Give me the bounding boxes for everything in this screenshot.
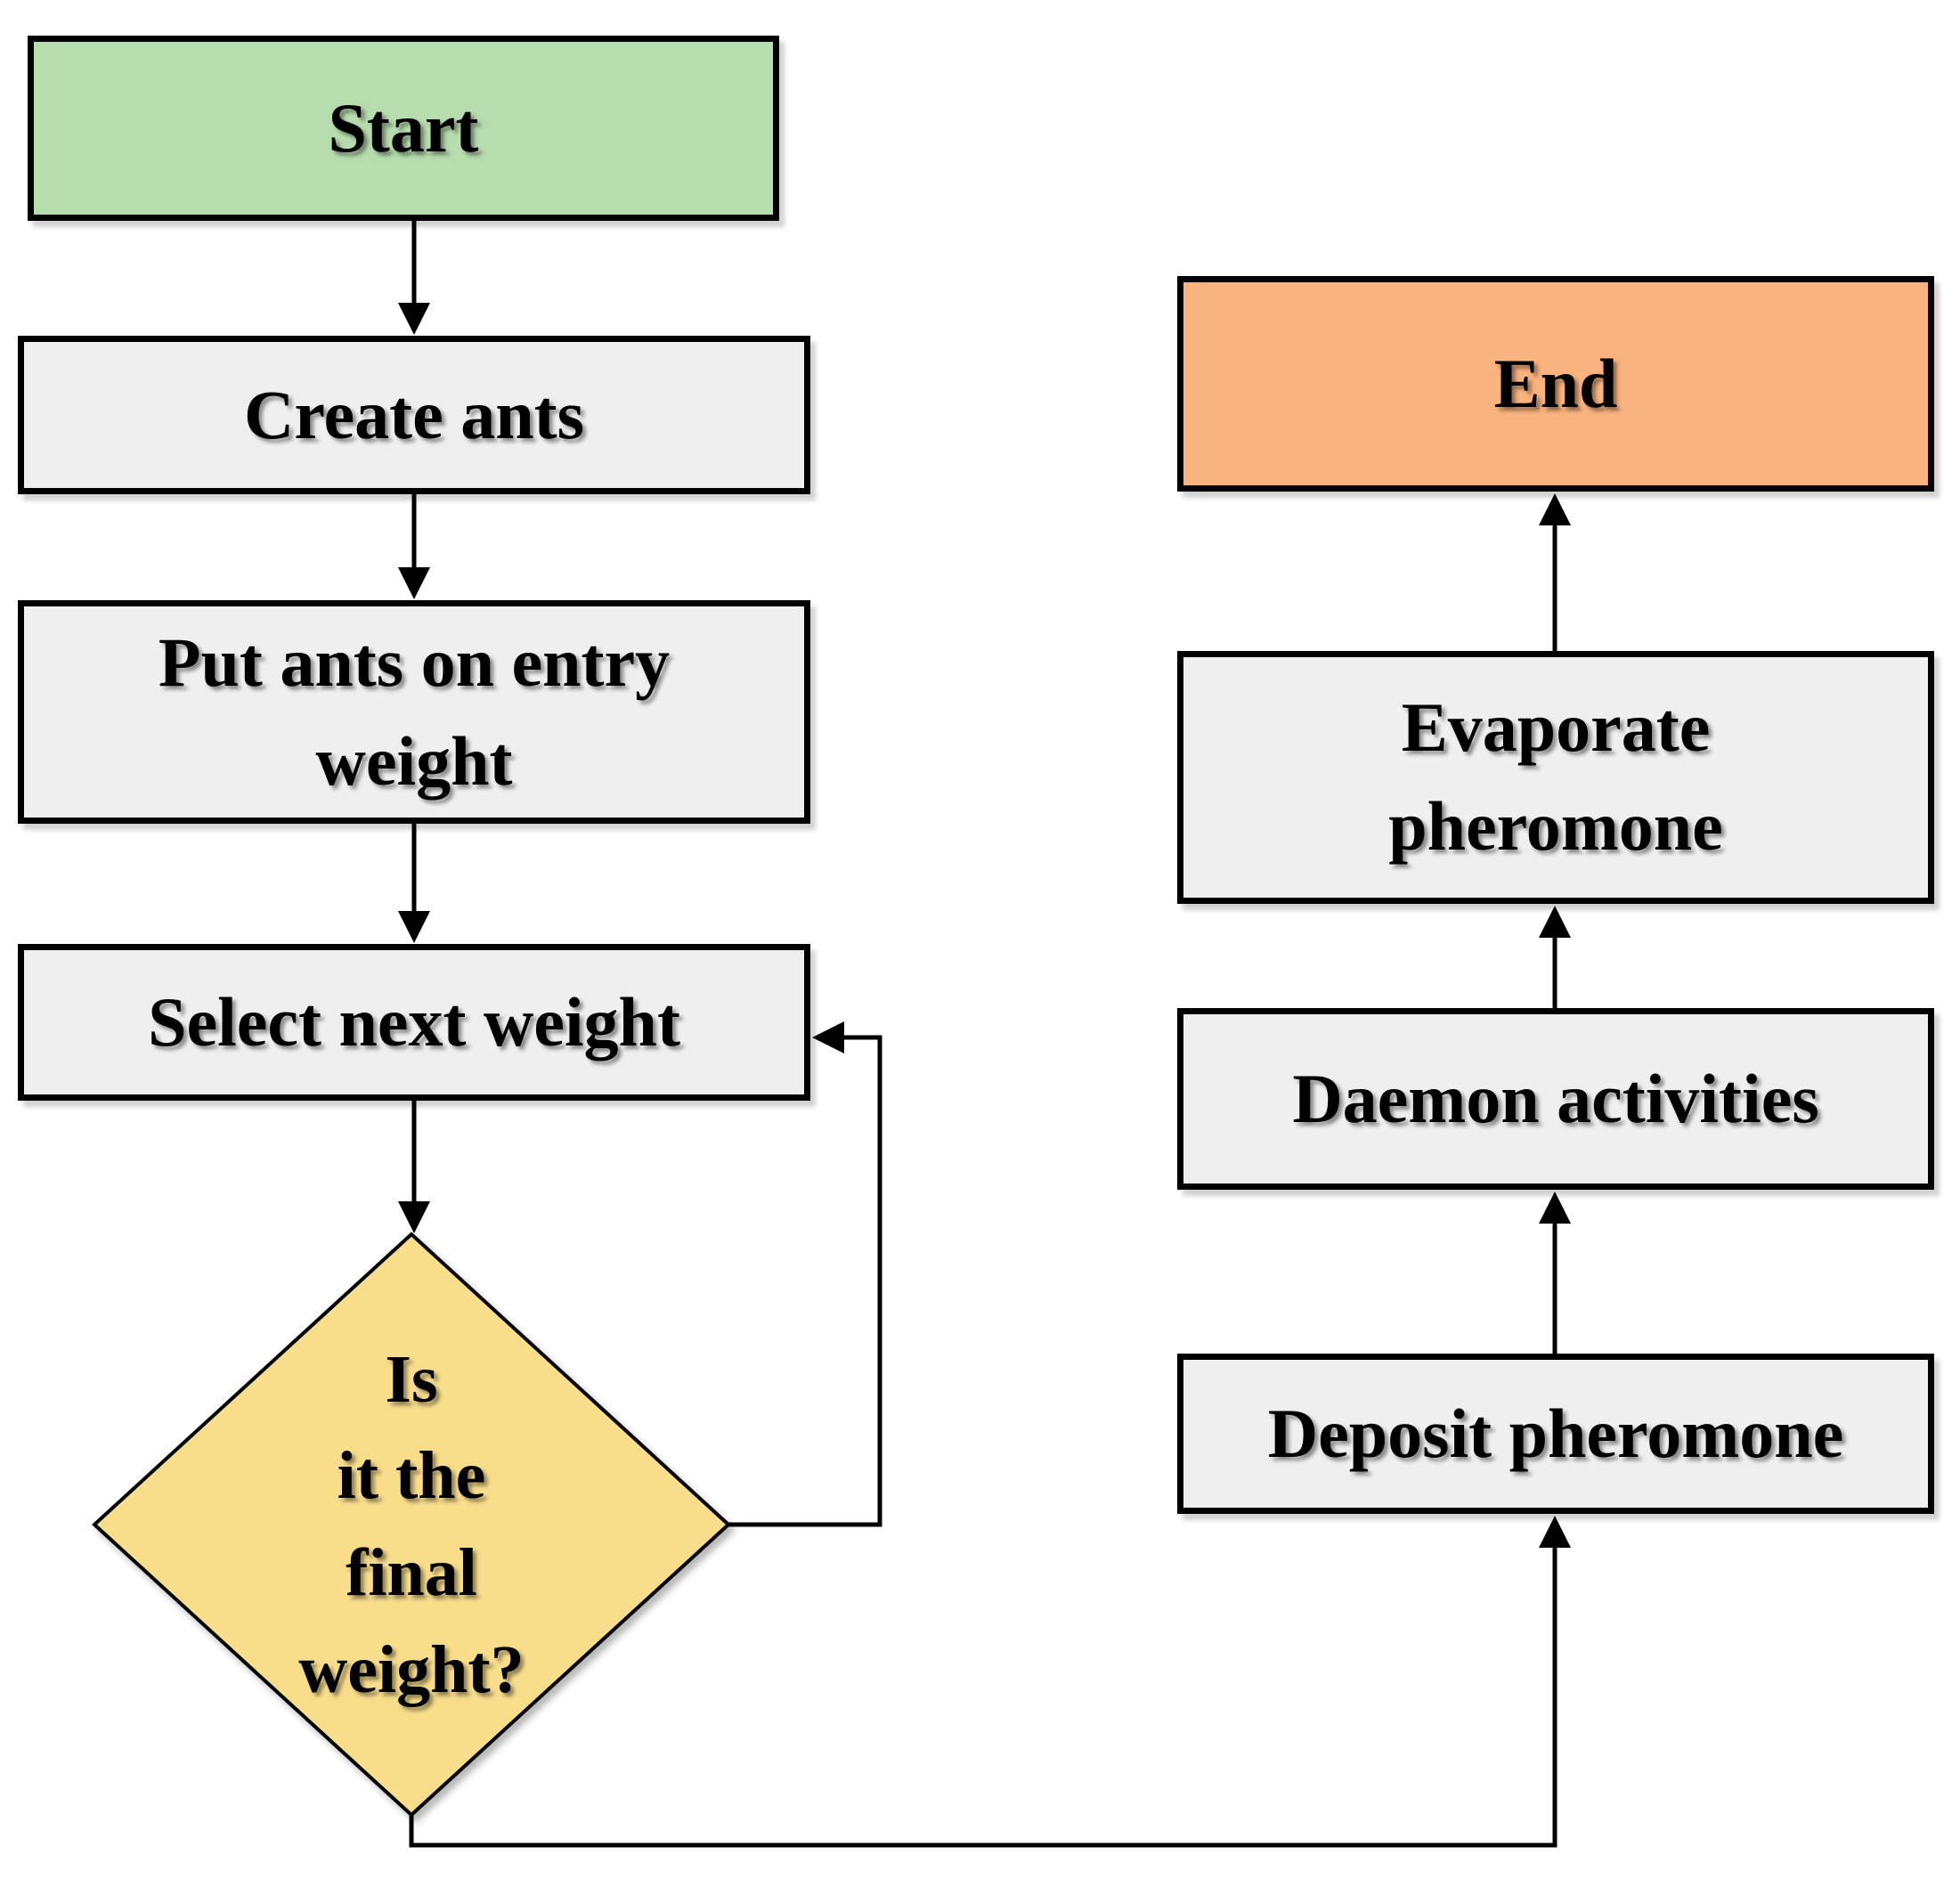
node-evaporate-pheromone-label-line-1: Evaporate (1401, 688, 1711, 767)
node-create-ants-label: Create ants (244, 375, 584, 453)
decision-label-line-4: weight? (298, 1631, 525, 1707)
decision-label-line-3: final (346, 1535, 477, 1610)
node-end-label: End (1493, 344, 1618, 422)
node-is-it-the-final-weight: Is it the final weight? (189, 1273, 634, 1776)
node-put-ants-label-line-2: weight (315, 721, 513, 800)
node-deposit-pheromone: Deposit pheromone (1177, 1354, 1934, 1514)
decision-diamond (92, 1232, 731, 1818)
node-select-next-weight: Select next weight (18, 944, 810, 1101)
node-create-ants: Create ants (18, 336, 810, 494)
node-deposit-pheromone-label: Deposit pheromone (1267, 1394, 1844, 1472)
decision-label-line-1: Is (385, 1341, 438, 1417)
edge-decision-loop-to-select-next (728, 1021, 882, 1527)
node-daemon-activities-label: Daemon activities (1292, 1059, 1819, 1137)
node-evaporate-pheromone-label-line-2: pheromone (1388, 787, 1723, 865)
node-put-ants-on-entry-weight: Put ants on entry weight (18, 600, 810, 824)
node-end: End (1177, 276, 1934, 492)
edge-decision-to-deposit-pheromone (409, 1516, 1571, 1848)
node-start: Start (28, 36, 779, 221)
node-put-ants-label-line-1: Put ants on entry (158, 622, 671, 701)
node-evaporate-pheromone: Evaporate pheromone (1177, 651, 1934, 904)
node-select-next-weight-label: Select next weight (148, 982, 680, 1061)
node-daemon-activities: Daemon activities (1177, 1008, 1934, 1190)
node-start-label: Start (328, 88, 479, 167)
decision-label-line-2: it the (337, 1438, 486, 1514)
